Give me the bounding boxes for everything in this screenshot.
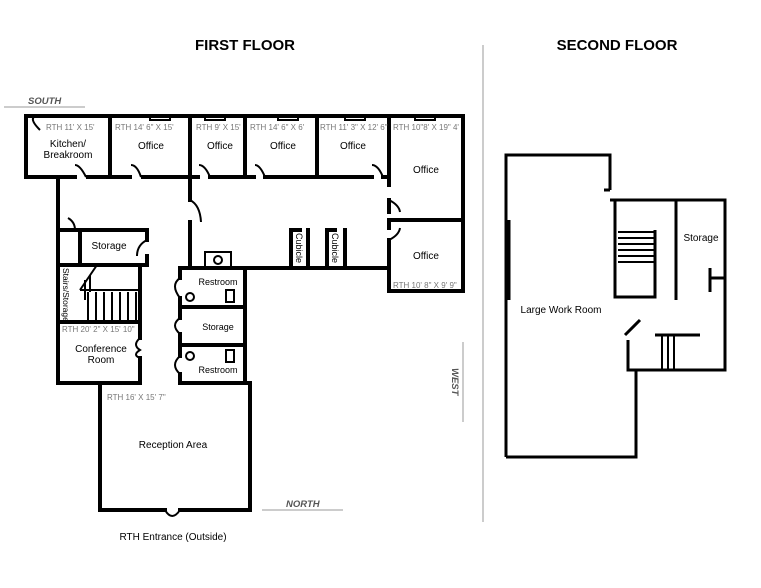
room-dim: RTH 11' X 15' (46, 123, 95, 132)
entrance-label: RTH Entrance (Outside) (119, 532, 226, 543)
room-dim: RTH 10"8' X 19" 4' (393, 123, 459, 132)
sink-icon (185, 292, 195, 302)
toilet-icon (225, 289, 235, 303)
room-dim: RTH 11' 3" X 12' 6" (320, 123, 388, 132)
room-dim: RTH 16' X 15' 7" (107, 393, 166, 402)
stairs-icon (618, 231, 675, 370)
room-label: Kitchen/ (50, 139, 86, 150)
room-label: Restroom (198, 277, 237, 287)
room-label: Office (270, 141, 296, 152)
room-label: Office (340, 141, 366, 152)
compass-north: NORTH (286, 499, 321, 510)
room-label: Restroom (198, 365, 237, 375)
room-label: Office (207, 141, 233, 152)
room-label: Room (88, 355, 115, 366)
second-floor-heading: SECOND FLOOR (557, 37, 678, 54)
first-floor-walls (24, 114, 465, 512)
toilet-icon (225, 349, 235, 363)
room-label: Reception Area (139, 440, 208, 451)
room-label: Cubicle (294, 233, 304, 263)
room-label: Breakroom (44, 150, 93, 161)
stairs-icon (79, 264, 140, 320)
room-dim: RTH 10' 8" X 9' 9" (393, 281, 457, 290)
room-label: Conference (75, 344, 127, 355)
room-label: Office (138, 141, 164, 152)
room-label: Large Work Room (521, 305, 602, 316)
sink-drain-icon (213, 255, 223, 265)
room-label: Storage (202, 322, 234, 332)
first-floor-details (31, 116, 436, 517)
sink-icon (204, 251, 232, 269)
room-dim: RTH 14' 6" X 6' (250, 123, 305, 132)
room-dim: RTH 14' 6" X 15' (115, 123, 174, 132)
room-label: Storage (683, 233, 718, 244)
window-icons (149, 116, 436, 121)
room-label: Stairs/Storage (61, 268, 71, 322)
compass-west: WEST (449, 368, 460, 397)
room-label: Storage (91, 241, 126, 252)
first-floor-heading: FIRST FLOOR (195, 37, 295, 54)
compass-south: SOUTH (28, 96, 62, 107)
room-dim: RTH 20' 2" X 15' 10" (62, 325, 135, 334)
room-dim: RTH 9' X 15' (196, 123, 241, 132)
sink-icon (185, 351, 195, 361)
second-floor-walls (504, 153, 727, 459)
room-label: Office (413, 251, 439, 262)
room-label: Office (413, 165, 439, 176)
room-label: Cubicle (330, 233, 340, 263)
